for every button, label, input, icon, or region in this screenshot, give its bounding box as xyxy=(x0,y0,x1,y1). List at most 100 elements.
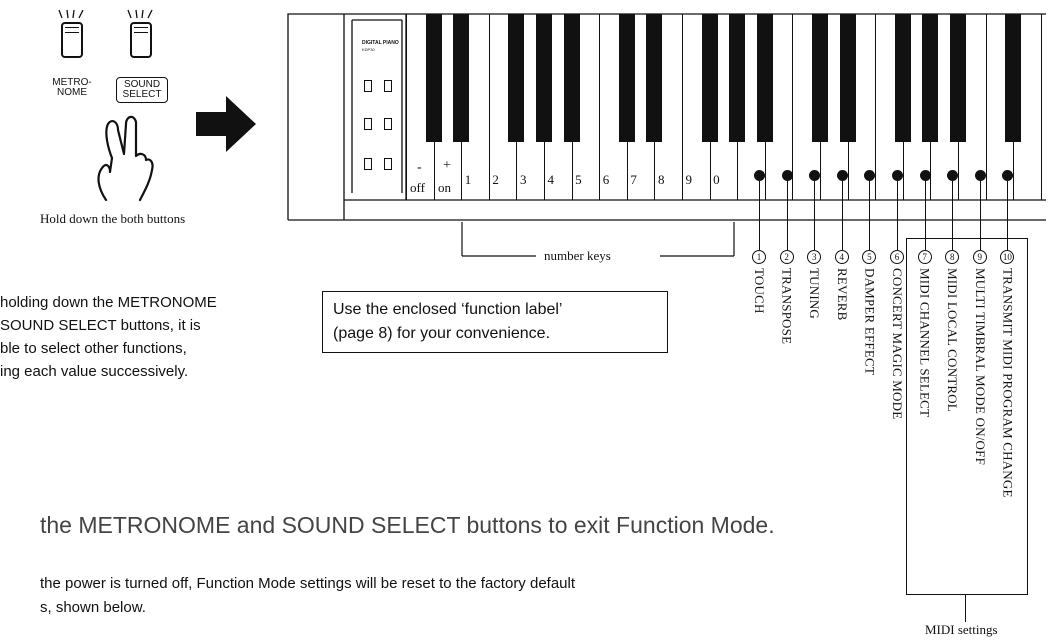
black-key xyxy=(922,14,939,142)
function-key-dot xyxy=(919,170,931,181)
panel-mini-button-5 xyxy=(364,158,372,170)
white-key-divider xyxy=(985,14,987,200)
panel-mini-button-1 xyxy=(364,80,372,92)
right-arrow-icon xyxy=(196,96,256,152)
metronome-button[interactable] xyxy=(61,22,83,58)
plus-label: + xyxy=(443,158,451,173)
number-keys-caption: number keys xyxy=(544,248,611,263)
number-key-label: 6 xyxy=(602,172,610,187)
function-number: 10 xyxy=(1000,250,1015,264)
function-label: REVERB xyxy=(834,268,850,321)
function-label: MULTI TIMBRAL MODE ON/OFF xyxy=(972,268,988,466)
panel-mini-button-4 xyxy=(384,118,392,130)
function-label: MIDI LOCAL CONTROL xyxy=(945,268,961,412)
reset-line-2: s, shown below. xyxy=(40,599,146,616)
number-key-label: 3 xyxy=(519,172,527,187)
sound-select-rays-icon xyxy=(127,9,153,19)
reset-line-1: the power is turned off, Function Mode s… xyxy=(40,575,576,592)
panel-mini-button-6 xyxy=(384,158,392,170)
function-label-note: Use the enclosed ‘function label’ (page … xyxy=(322,291,668,353)
function-label: CONCERT MAGIC MODE xyxy=(890,268,905,420)
function-leader-line xyxy=(979,181,981,250)
panel-brand: DIGITAL PIANO xyxy=(362,40,399,46)
function-key-dot xyxy=(974,170,986,181)
panel-mini-button-2 xyxy=(384,80,392,92)
body-line-3: ble to select other functions, xyxy=(0,340,187,357)
function-leader-line xyxy=(869,181,871,250)
function-key-dot xyxy=(947,170,959,181)
note-line-1: Use the enclosed ‘function label’ xyxy=(333,301,563,318)
function-label: TUNING xyxy=(807,268,823,320)
number-key-label: 8 xyxy=(657,172,665,187)
function-number: 1 xyxy=(752,250,766,264)
number-key-label: 2 xyxy=(492,172,499,187)
black-key xyxy=(729,14,746,142)
function-label: DAMPER EFFECT xyxy=(862,268,878,375)
function-leader-line xyxy=(759,181,760,250)
off-label: off xyxy=(410,180,425,195)
black-key xyxy=(894,14,911,142)
function-leader-line xyxy=(1007,181,1009,250)
function-key-dot xyxy=(892,170,903,181)
function-label: TRANSPOSE xyxy=(779,268,795,345)
note-line-2: (page 8) for your convenience. xyxy=(333,325,551,342)
black-key xyxy=(950,14,966,142)
black-key xyxy=(536,14,552,142)
black-key xyxy=(701,14,718,142)
function-leader-line xyxy=(814,181,816,250)
white-key-divider xyxy=(488,14,490,200)
black-key xyxy=(508,14,525,142)
function-key-dot xyxy=(754,170,765,181)
function-leader-line xyxy=(897,181,898,250)
number-key-label: 7 xyxy=(630,172,637,187)
function-number: 9 xyxy=(972,250,987,264)
white-key-divider xyxy=(406,14,407,200)
black-key xyxy=(839,14,856,142)
white-key-divider xyxy=(682,14,683,200)
black-key xyxy=(812,14,828,142)
black-key xyxy=(618,14,635,142)
black-key xyxy=(563,14,580,142)
panel-model: KDP30 xyxy=(362,47,375,52)
sound-select-label: SOUND SELECT xyxy=(116,77,168,103)
white-key-divider xyxy=(875,14,877,200)
body-line-4: ing each value successively. xyxy=(0,363,189,380)
number-key-label: 5 xyxy=(575,172,582,187)
function-leader-line xyxy=(786,181,788,250)
two-finger-hand-icon xyxy=(97,115,154,202)
function-leader-line xyxy=(952,181,954,250)
panel-mini-button-3 xyxy=(364,118,372,130)
number-key-label: 0 xyxy=(713,172,720,187)
function-number: 2 xyxy=(779,250,794,264)
black-key xyxy=(453,14,470,142)
number-key-label: 1 xyxy=(464,172,472,187)
hold-caption: Hold down the both buttons xyxy=(40,211,186,226)
function-label: MIDI CHANNEL SELECT xyxy=(917,268,933,418)
black-key xyxy=(425,14,442,142)
function-number: 7 xyxy=(917,250,932,264)
number-key-label: 4 xyxy=(547,172,555,187)
number-key-label: 9 xyxy=(685,172,693,187)
body-line-2: SOUND SELECT buttons, it is xyxy=(0,317,201,334)
white-key-divider xyxy=(792,14,794,200)
function-number: 5 xyxy=(862,250,877,264)
function-key-dot xyxy=(864,170,876,181)
white-key-divider xyxy=(1040,14,1042,200)
function-number: 6 xyxy=(890,250,904,264)
metronome-label: METRO- NOME xyxy=(52,77,92,98)
function-label: TRANSMIT MIDI PROGRAM CHANGE xyxy=(1000,268,1016,498)
white-key-divider xyxy=(599,14,601,200)
number-keys-bracket xyxy=(461,222,735,257)
black-key xyxy=(756,14,773,142)
function-leader-line xyxy=(924,181,926,250)
function-key-dot xyxy=(836,170,848,181)
on-label: on xyxy=(438,180,451,195)
function-key-dot xyxy=(1002,170,1014,181)
black-key xyxy=(1005,14,1022,142)
sound-select-button[interactable] xyxy=(130,22,152,58)
function-key-dot xyxy=(809,170,821,181)
function-label: TOUCH xyxy=(752,268,767,314)
function-key-dot xyxy=(781,170,793,181)
function-number: 4 xyxy=(834,250,849,264)
exit-instruction: the METRONOME and SOUND SELECT buttons t… xyxy=(40,512,775,538)
